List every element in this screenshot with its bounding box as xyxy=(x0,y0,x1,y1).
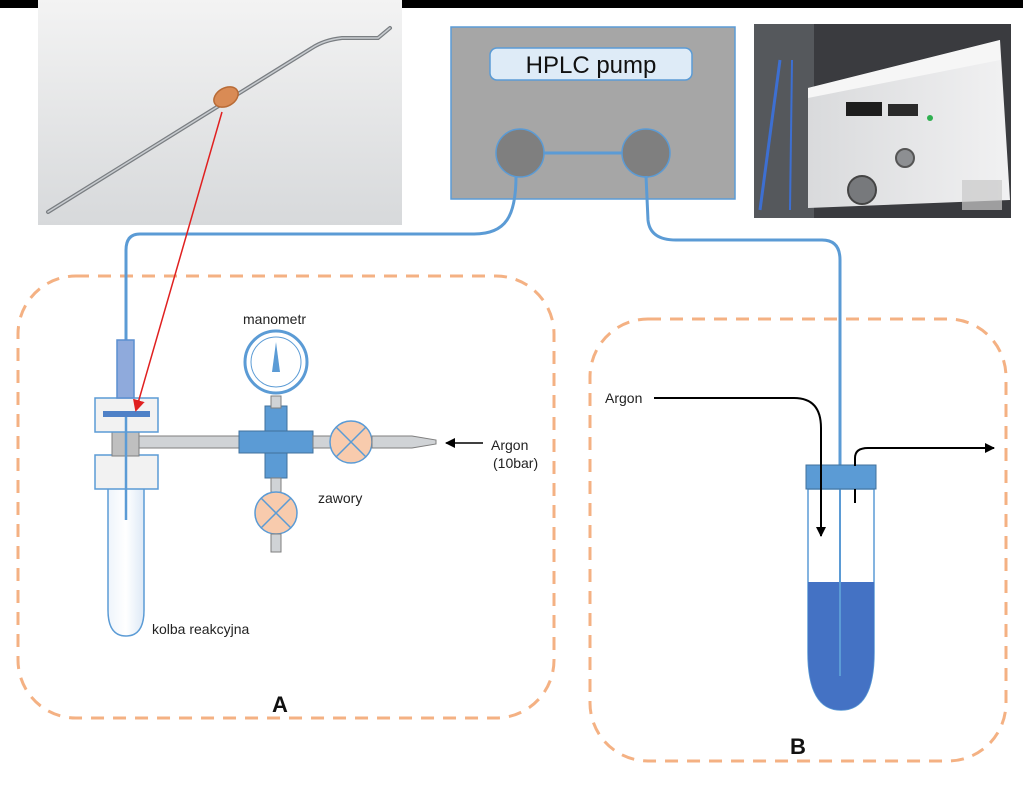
gas-line xyxy=(138,435,242,449)
hplc-pump-box: HPLC pump xyxy=(450,26,736,200)
pump-title: HPLC pump xyxy=(526,52,657,79)
manometer-label: manometr xyxy=(243,311,306,327)
manometer-needle xyxy=(272,342,280,372)
panel-a-border xyxy=(16,274,556,720)
needle-hub xyxy=(116,339,135,399)
valve-stem xyxy=(270,477,282,493)
valve-outlet xyxy=(270,533,282,553)
argon-out-arrow xyxy=(854,443,995,466)
panel-b-border xyxy=(588,317,1008,763)
valve-right[interactable] xyxy=(329,420,373,464)
argon-label-a: Argon xyxy=(491,437,528,453)
cross-connector-h xyxy=(238,430,314,454)
reaction-flask-assembly xyxy=(94,329,437,637)
sample-vial xyxy=(805,464,877,711)
argon-pressure-label: (10bar) xyxy=(493,455,538,471)
argon-inlet xyxy=(371,435,437,449)
panel-b-label: B xyxy=(790,734,806,759)
flask-label: kolba reakcyjna xyxy=(152,621,249,637)
septum-disk xyxy=(103,411,150,417)
needle-photo xyxy=(38,0,402,225)
pump-title-box xyxy=(489,47,693,81)
pump-head-outlet xyxy=(621,128,671,178)
vial-cap xyxy=(805,464,877,490)
reaction-flask xyxy=(107,487,145,637)
valves-label: zawory xyxy=(318,490,362,506)
argon-in-arrow xyxy=(654,397,826,537)
argon-label-b: Argon xyxy=(605,390,642,406)
top-band xyxy=(0,0,1023,8)
manometer-stem xyxy=(270,395,282,409)
tube-to-flask xyxy=(124,175,518,340)
gas-line-right xyxy=(312,435,332,449)
hplc-pump-photo xyxy=(754,24,1011,218)
needle-pointer-arrow xyxy=(133,111,223,412)
tube-to-vial xyxy=(644,175,842,470)
panel-a-label: A xyxy=(272,692,288,717)
valve-bottom[interactable] xyxy=(254,491,298,535)
pump-head-inlet xyxy=(495,128,545,178)
